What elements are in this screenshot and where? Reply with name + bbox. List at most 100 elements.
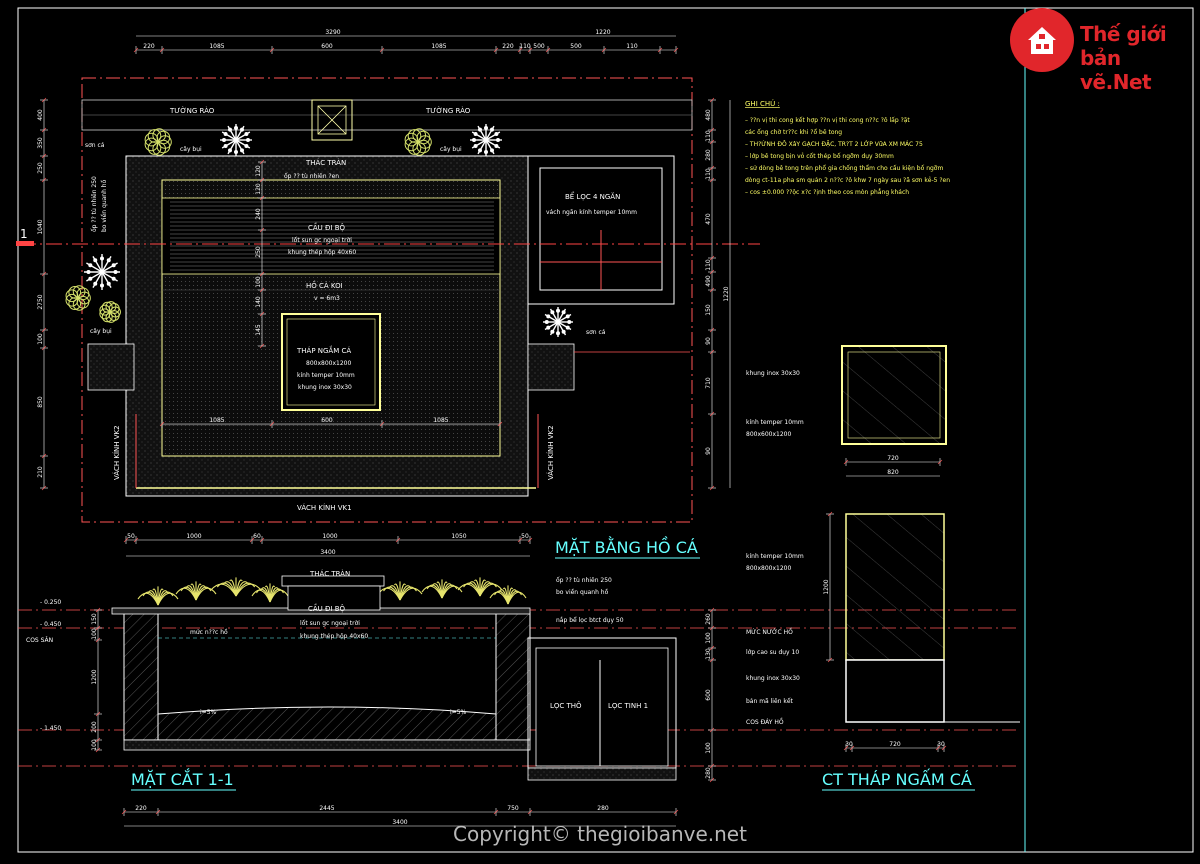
dimension-lines bbox=[40, 35, 947, 827]
dim-label: 110 bbox=[626, 43, 638, 50]
dim-label: 110 bbox=[519, 43, 531, 50]
dim-label: 1050 bbox=[451, 533, 466, 540]
plan-pond: HỒ CÁ KOI bbox=[306, 280, 343, 290]
dim-label: 1200 bbox=[823, 579, 830, 594]
dim-label: 750 bbox=[507, 805, 519, 812]
dim-label: 1200 bbox=[91, 669, 98, 684]
logo-line1: Thế giới bbox=[1080, 22, 1167, 46]
fern-icon bbox=[137, 586, 179, 606]
notes-line: – ??n vị thi cong kết hợp ??n vị thi con… bbox=[745, 117, 910, 124]
dim-label: 1220 bbox=[595, 29, 610, 36]
tower-frame-mid: khung inox 30x30 bbox=[746, 675, 800, 682]
dim-label: 600 bbox=[705, 689, 712, 701]
dim-label: 130 bbox=[705, 648, 712, 660]
dim-label: 280 bbox=[705, 149, 712, 161]
plan-vk1: VÁCH KÍNH VK1 bbox=[297, 503, 352, 512]
fern-icon bbox=[421, 579, 463, 599]
dim-label: 1220 bbox=[723, 286, 730, 301]
tower-glass-mid1: kính temper 10mm bbox=[746, 553, 804, 560]
notes-heading: GHI CHÚ : bbox=[745, 99, 780, 108]
dim-label: 250 bbox=[255, 246, 262, 258]
notes-line: – cos ±0.000 ??ộc x?c ?ịnh theo cos mòn … bbox=[745, 189, 909, 196]
section-view bbox=[18, 575, 1020, 781]
plan-fence-left: TƯỜNG RÀO bbox=[169, 106, 215, 115]
dim-label: 2445 bbox=[319, 805, 334, 812]
dim-label: 100 bbox=[91, 628, 98, 640]
palm-icon bbox=[220, 124, 252, 156]
section-slope-right: i=5% bbox=[450, 709, 467, 716]
dim-label: 820 bbox=[887, 469, 899, 476]
notes-line: – sử dòng bê tong trên phổ gia chống thẩ… bbox=[745, 165, 943, 172]
section-level-mid: - 0.450 bbox=[40, 621, 61, 628]
tower-glass-mid2: 800x800x1200 bbox=[746, 565, 791, 572]
dim-label: 280 bbox=[597, 805, 609, 812]
palm-icon bbox=[470, 124, 502, 156]
dim-label: 120 bbox=[255, 165, 262, 177]
dim-label: 1085 bbox=[433, 417, 448, 424]
dim-label: 1085 bbox=[209, 43, 224, 50]
title-tower: CT THÁP NGẤM CÁ bbox=[822, 768, 972, 789]
palm-icon bbox=[84, 254, 120, 290]
tower-bottom: COS ĐÁY HỒ bbox=[746, 717, 784, 726]
tower-glass-top1: kính temper 10mm bbox=[746, 419, 804, 426]
fern-icon bbox=[489, 585, 527, 605]
plan-waterfall: THÁC TRÀN bbox=[305, 158, 346, 167]
dim-label: 220 bbox=[143, 43, 155, 50]
dim-label: 720 bbox=[889, 741, 901, 748]
dim-label: 3290 bbox=[325, 29, 340, 36]
dim-label: 30 bbox=[937, 741, 945, 748]
tower-rubber: lớp cao su dụy 10 bbox=[746, 649, 799, 656]
dim-label: 400 bbox=[37, 109, 44, 121]
dim-label: 50 bbox=[127, 533, 135, 540]
plan-waterfall-note: ốp ?? tù nhiên ?en bbox=[284, 173, 339, 180]
logo-line2: bản vẽ.Net bbox=[1080, 46, 1190, 94]
tower-detail bbox=[841, 345, 1020, 723]
plan-tower-size: 800x800x1200 bbox=[306, 360, 351, 367]
dim-label: 600 bbox=[321, 417, 333, 424]
fern-icon bbox=[457, 577, 503, 597]
plan-palm-r: sơn cá bbox=[586, 329, 606, 336]
shrub-icon bbox=[65, 285, 91, 311]
section-bridge: CẦU ĐI BỘ bbox=[308, 603, 346, 613]
section-slab-note: nắp bể lọc btct dụy 50 bbox=[556, 617, 624, 624]
dim-label: 720 bbox=[887, 455, 899, 462]
plan-filter-note: vách ngăn kính temper 10mm bbox=[546, 209, 637, 216]
dim-label: 110 bbox=[705, 168, 712, 180]
dim-label: 60 bbox=[253, 533, 261, 540]
plan-pond-volume: v = 6m3 bbox=[314, 295, 340, 302]
dim-label: 3400 bbox=[392, 819, 407, 826]
plan-edge-note1: ốp ?? tù nhiên 250 bbox=[91, 176, 98, 232]
house-icon bbox=[1028, 27, 1056, 54]
dim-label: 145 bbox=[255, 324, 262, 336]
dim-label: 100 bbox=[705, 632, 712, 644]
section-filter-fine: LỌC TINH 1 bbox=[608, 702, 648, 710]
logo-net: Net bbox=[1112, 70, 1152, 94]
dim-label: 150 bbox=[705, 304, 712, 316]
dim-label: 220 bbox=[502, 43, 514, 50]
plan-palm-tl: sơn cá bbox=[85, 142, 105, 149]
dim-label: 500 bbox=[570, 43, 582, 50]
dim-label: 100 bbox=[705, 742, 712, 754]
dim-label: 220 bbox=[135, 805, 147, 812]
section-cos-san: COS SÂN bbox=[26, 637, 53, 644]
dim-label: 710 bbox=[705, 377, 712, 389]
dim-label: 140 bbox=[255, 296, 262, 308]
dim-label: 490 bbox=[705, 275, 712, 287]
plan-vk2-left: VÁCH KÍNH VK2 bbox=[112, 425, 121, 480]
dim-label: 50 bbox=[521, 533, 529, 540]
section-water-level: mức n??c hồ bbox=[190, 628, 228, 636]
section-bridge-note2: khung thép hộp 40x60 bbox=[300, 633, 368, 640]
section-slope-left: i=5% bbox=[200, 709, 217, 716]
dim-label: 150 bbox=[91, 613, 98, 625]
dim-label: 850 bbox=[37, 396, 44, 408]
plan-fence-right: TƯỜNG RÀO bbox=[425, 106, 471, 115]
tower-anchor: bản mã liên kết bbox=[746, 698, 794, 705]
dim-label: 250 bbox=[37, 162, 44, 174]
logo-badge bbox=[1010, 8, 1074, 72]
dim-label: 210 bbox=[37, 466, 44, 478]
dim-label: 480 bbox=[705, 109, 712, 121]
shrub-icon bbox=[144, 128, 172, 156]
plan-edge-note2: bo viền quanh hồ bbox=[100, 179, 108, 232]
